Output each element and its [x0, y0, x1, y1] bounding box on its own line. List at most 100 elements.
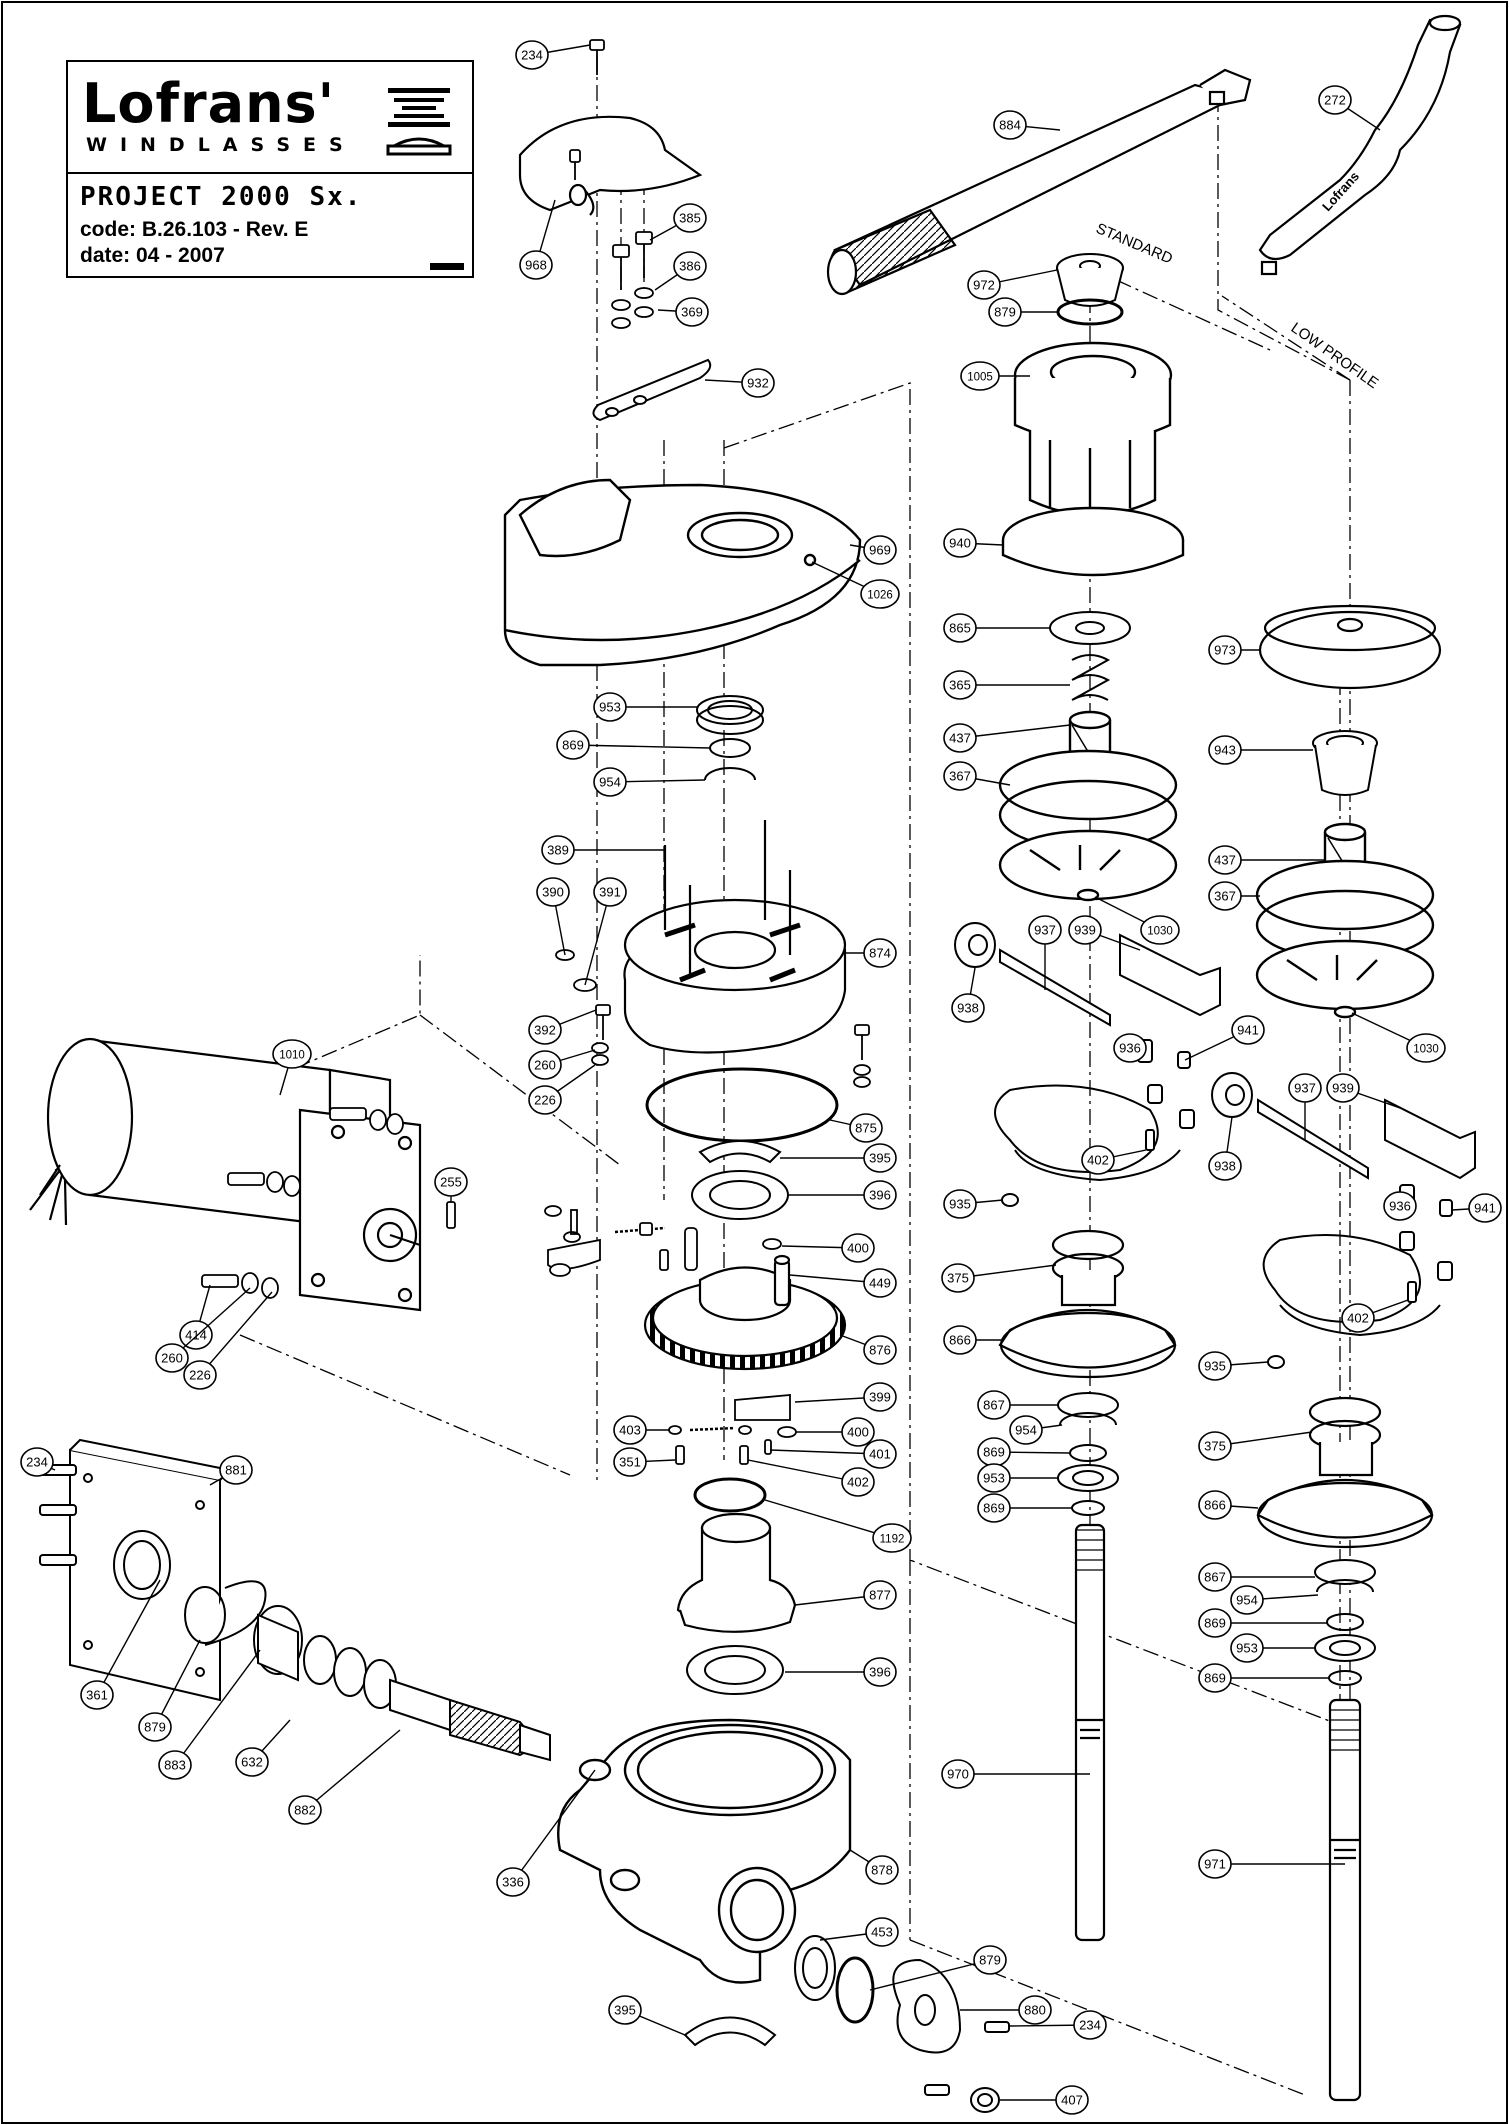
callout-label: 867 — [983, 1398, 1005, 1413]
callout-bubble — [1208, 735, 1242, 765]
callout-c943: 943 — [1208, 735, 1313, 765]
leader-line — [959, 724, 1071, 739]
callout-bubble — [865, 1917, 899, 1947]
callout-c867b: 867 — [1198, 1562, 1315, 1592]
callout-label: 234 — [1079, 2018, 1101, 2033]
callout-bubble — [528, 1085, 562, 1115]
callout-c876: 876 — [839, 1334, 897, 1365]
callout-bubble — [863, 1580, 897, 1610]
callout-bubble — [1068, 915, 1102, 945]
callout-bubble — [1198, 1431, 1232, 1461]
callout-bubble — [943, 670, 977, 700]
callout-c969: 969 — [849, 535, 897, 565]
callout-label: 869 — [983, 1501, 1005, 1516]
callout-label: 879 — [979, 1953, 1001, 1968]
callout-c365: 365 — [943, 670, 1070, 700]
callout-bubble — [973, 1945, 1007, 1975]
callout-bubble — [1208, 635, 1242, 665]
shaft-971 — [1328, 1698, 1362, 2102]
parts-395-407-234 — [683, 2016, 1010, 2113]
callout-c390: 390 — [536, 877, 570, 956]
callout-bubble — [872, 1523, 912, 1553]
cone-375-866-standard — [998, 1229, 1177, 1379]
leader-line — [572, 744, 711, 749]
callout-label: 395 — [869, 1151, 891, 1166]
callout-c369: 369 — [657, 297, 709, 327]
bearing-953-upper — [696, 695, 764, 735]
handle-884 — [826, 68, 1252, 296]
callout-label: 938 — [957, 1001, 979, 1016]
callout-c953a: 953 — [593, 692, 697, 722]
mount-plate-881 — [39, 1438, 233, 1702]
callout-bubble — [1208, 881, 1242, 911]
callout-bubble — [860, 579, 900, 609]
callout-bubble — [1081, 1145, 1115, 1175]
callout-label: 389 — [547, 843, 569, 858]
callout-c971: 971 — [1198, 1849, 1345, 1879]
callout-bubble — [675, 297, 709, 327]
callout-label: 878 — [871, 1863, 893, 1878]
leader-line — [174, 1649, 261, 1766]
callout-c402b: 402 — [1081, 1145, 1147, 1175]
callout-bubble — [528, 1015, 562, 1045]
gear-876 — [643, 1254, 847, 1371]
callout-label: 402 — [847, 1475, 869, 1490]
callout-c953b: 953 — [977, 1463, 1058, 1493]
brand-subtitle: WINDLASSES — [86, 134, 356, 156]
callout-bubble — [863, 1439, 897, 1469]
callout-c935a: 935 — [943, 1189, 1004, 1219]
logo-area: Lofrans' WINDLASSES — [68, 62, 472, 174]
callout-label: 938 — [1214, 1159, 1236, 1174]
gypsy-367-standard — [998, 710, 1178, 902]
callout-bubble — [943, 613, 977, 643]
callout-label: 865 — [949, 621, 971, 636]
callout-bubble — [235, 1747, 269, 1777]
bearing-396-lower — [686, 1645, 784, 1695]
callout-bubble — [960, 361, 1000, 391]
callout-bubble — [865, 1855, 899, 1885]
callout-label: 234 — [521, 48, 543, 63]
callout-layer: 2349683853863699329691026953869954389390… — [20, 40, 1502, 2115]
callout-bubble — [556, 730, 590, 760]
gypsy-367-lowprofile — [1255, 822, 1435, 1019]
callout-c351: 351 — [613, 1447, 676, 1477]
callout-bubble — [1230, 1585, 1264, 1615]
drawing-code: code: B.26.103 - Rev. E — [80, 218, 309, 241]
callout-bubble — [1468, 1193, 1502, 1223]
callout-label: 879 — [994, 305, 1016, 320]
callout-label: 361 — [86, 1688, 108, 1703]
motor-1010 — [29, 1037, 422, 1312]
callout-label: 953 — [983, 1471, 1005, 1486]
callout-c935b: 935 — [1198, 1351, 1269, 1381]
callout-c878: 878 — [849, 1849, 899, 1885]
cone-375-866-lowprofile — [1256, 1396, 1434, 1549]
drawing-date: date: 04 - 2007 — [80, 244, 225, 267]
callout-label: 880 — [1024, 2003, 1046, 2018]
callout-bubble — [179, 1320, 213, 1350]
callout-c437a: 437 — [943, 723, 1071, 753]
callout-label: 869 — [562, 738, 584, 753]
callout-bubble — [158, 1750, 192, 1780]
callout-c399: 399 — [794, 1382, 897, 1412]
callout-c400a: 400 — [781, 1233, 875, 1263]
shaft-970 — [1074, 1523, 1106, 1942]
callout-bubble — [1288, 1073, 1322, 1103]
bracket-932 — [592, 358, 712, 422]
callout-label: 437 — [949, 731, 971, 746]
callout-c869e: 869 — [1198, 1663, 1330, 1693]
callout-label: 937 — [1294, 1081, 1316, 1096]
leader-line — [154, 1639, 201, 1728]
callout-label: 260 — [161, 1351, 183, 1366]
callout-c1010: 1010 — [272, 1039, 312, 1096]
callout-c389: 389 — [541, 835, 665, 865]
callout-label: 972 — [973, 278, 995, 293]
bearing-stack-standard — [1057, 1392, 1119, 1516]
bolt-234-top — [569, 39, 605, 180]
callout-label: 385 — [679, 211, 701, 226]
callout-c386: 386 — [654, 251, 707, 291]
callout-label: 971 — [1204, 1857, 1226, 1872]
callout-c437b: 437 — [1208, 845, 1325, 875]
callout-bubble — [434, 1167, 468, 1197]
callout-bubble — [608, 1995, 642, 2025]
callout-label: 869 — [983, 1445, 1005, 1460]
